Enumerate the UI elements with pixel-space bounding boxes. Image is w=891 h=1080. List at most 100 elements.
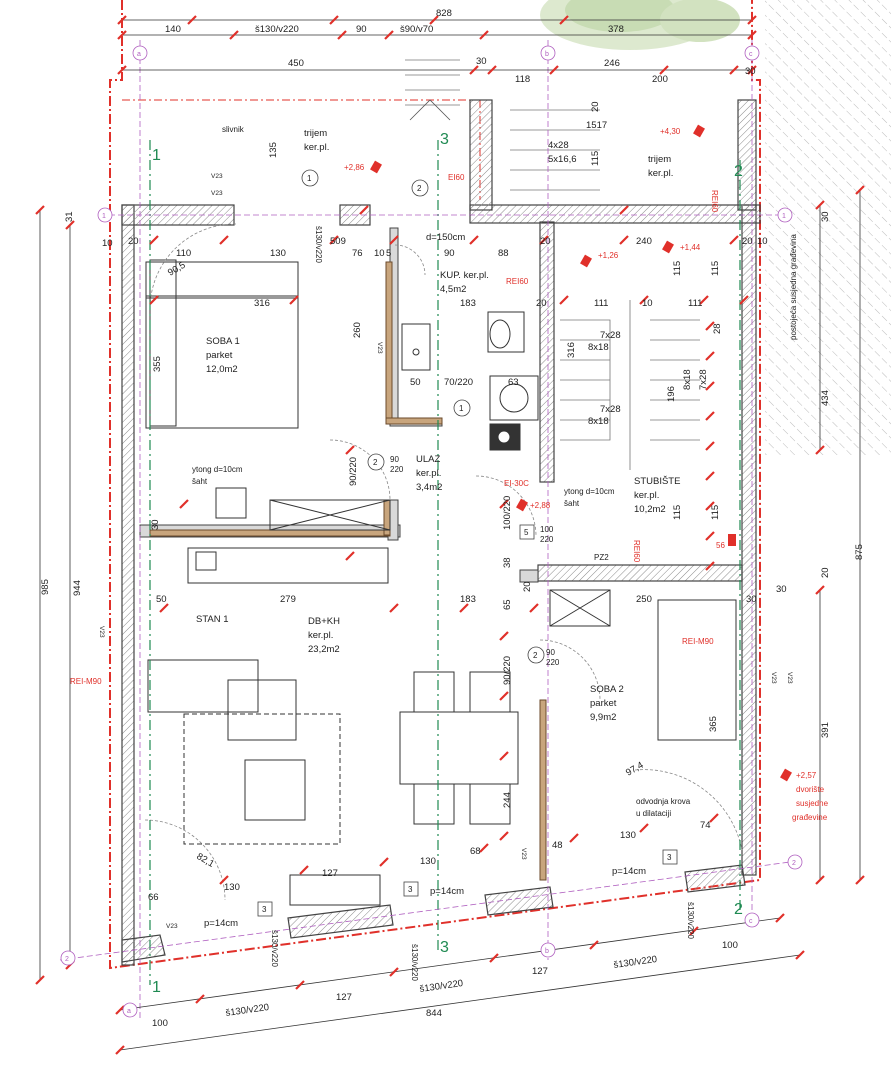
dim-70-220: 70/220	[444, 377, 473, 388]
dim-88: 88	[498, 248, 509, 259]
section-marker-2-bottom: 2	[734, 901, 743, 918]
dim-20-2: 20	[522, 581, 533, 592]
dim-7x28b: 7x28	[698, 369, 709, 390]
dim-top-378: 378	[608, 24, 624, 35]
section-marker-2-top: 2	[734, 163, 743, 180]
fire-rei60-b: REI60	[506, 277, 529, 286]
dim-97-4: 97,4	[624, 760, 646, 779]
dim-48: 48	[552, 840, 563, 851]
door-90-220-a2: 220	[390, 465, 404, 474]
dim-1517: 1517	[586, 120, 607, 131]
axis-c-bottom: c	[749, 918, 753, 925]
dim-bot-window1: š130/v220	[225, 1002, 270, 1019]
note-pz2: PZ2	[594, 553, 609, 562]
dim-244: 244	[502, 792, 513, 808]
dim-5x166: 5x16,6	[548, 154, 577, 165]
dim-top-window: š130/v220	[255, 24, 299, 35]
dim-r2-30b: 30	[745, 66, 756, 77]
dim-130c: 130	[420, 856, 436, 867]
dim-left-944: 944	[72, 580, 83, 596]
dim-90-5: 90,5	[166, 260, 188, 279]
room-soba1-area: 12,0m2	[206, 364, 238, 375]
axis-b-top: b	[545, 51, 549, 58]
tag-v23-d: V23	[98, 626, 105, 638]
room-soba1-name: SOBA 1	[206, 336, 240, 347]
room-soba2-area: 9,9m2	[590, 712, 616, 723]
dim-100-220: 100/220	[502, 496, 513, 530]
door-90-220-a: 90	[390, 455, 399, 464]
fire-ei30: EI-30C	[504, 479, 529, 488]
dim-right-391: 391	[820, 722, 831, 738]
dim-p14b: p=14cm	[430, 886, 464, 897]
room-stan1: STAN 1	[196, 614, 229, 625]
fire-reim90-a: REI-M90	[70, 677, 102, 686]
dim-top-140: 140	[165, 24, 181, 35]
note-dvoriste3: građevine	[792, 813, 828, 822]
note-saht1: šaht	[192, 477, 208, 486]
dim-135: 135	[268, 142, 279, 158]
property-boundary	[109, 0, 761, 970]
axis-c-top: c	[749, 51, 753, 58]
door-100-220b: 220	[540, 535, 554, 544]
room-db-floor: ker.pl.	[308, 630, 333, 641]
level-126: +1,26	[598, 251, 619, 260]
level-286: +2,86	[344, 163, 365, 172]
section-marker-1-top: 1	[152, 147, 161, 164]
room-soba2-name: SOBA 2	[590, 684, 624, 695]
fire-rei60-c: REI60	[710, 190, 719, 213]
window-label-a: š130/v220	[314, 226, 323, 263]
note-56: 56	[716, 541, 725, 550]
room-trijem2-floor: ker.pl.	[648, 168, 673, 179]
axis-2-left: 2	[65, 956, 69, 963]
room-soba1-floor: parket	[206, 350, 233, 361]
dim-68: 68	[470, 846, 481, 857]
level-144: +1,44	[680, 243, 701, 252]
axis-2-right: 2	[792, 860, 796, 867]
dim-bot-window2: š130/v220	[419, 978, 464, 995]
note-dvoriste2: susjedne	[796, 799, 829, 808]
dim-left-20: 20	[128, 236, 139, 247]
dim-top-door: š90/v70	[400, 24, 433, 35]
dim-r2-200: 200	[652, 74, 668, 85]
tree-graphic	[540, 0, 740, 50]
dim-316: 316	[254, 298, 270, 309]
section-marker-1-bottom: 1	[152, 979, 161, 996]
dim-20d: 20	[590, 101, 601, 112]
dim-196: 196	[666, 386, 677, 402]
dim-r2-450: 450	[288, 58, 304, 69]
dim-355: 355	[152, 356, 163, 372]
dim-76: 76	[352, 248, 363, 259]
door-90-220-b2: 220	[546, 658, 560, 667]
dim-20: 20	[540, 236, 551, 247]
dim-115c: 115	[710, 261, 721, 276]
door-90-220-b: 90	[546, 648, 555, 657]
dim-8x18b: 8x18	[682, 369, 693, 390]
furniture	[145, 259, 737, 906]
stairs	[405, 59, 700, 470]
item-w5: 5	[524, 528, 529, 537]
dim-right-875: 875	[854, 544, 865, 560]
dim-130d: 130	[224, 882, 240, 893]
section-marker-3-bottom: 3	[440, 939, 449, 956]
room-trijem1-name: trijem	[304, 128, 327, 139]
dim-left-30: 30	[150, 519, 161, 530]
dim-279: 279	[280, 594, 296, 605]
dim-top-828: 828	[436, 8, 452, 19]
room-stubiste-area: 10,2m2	[634, 504, 666, 515]
dim-5: 5	[386, 248, 391, 259]
dim-r2-30a: 30	[476, 56, 487, 67]
dim-30-2: 30	[776, 584, 787, 595]
tag-v23-f: V23	[520, 848, 527, 860]
tag-v23-c: V23	[376, 342, 383, 354]
note-dvoriste1: dvorište	[796, 785, 825, 794]
dim-63: 63	[508, 377, 519, 388]
dim-right-30: 30	[820, 211, 831, 222]
dim-115e: 115	[710, 505, 721, 520]
level-257: +2,57	[796, 771, 817, 780]
dim-130: 130	[270, 248, 286, 259]
tag-v23-b: V23	[211, 190, 223, 197]
dim-p14c: p=14cm	[612, 866, 646, 877]
dim-66: 66	[148, 892, 159, 903]
dim-right-20: 20	[820, 567, 831, 578]
